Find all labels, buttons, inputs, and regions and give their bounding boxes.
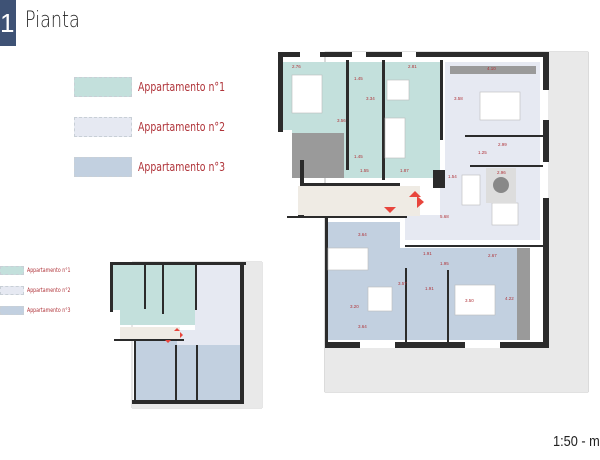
legend-swatch <box>74 157 132 177</box>
dimension-label: 5.68 <box>440 214 449 219</box>
legend-label: Appartamento n°2 <box>138 120 226 134</box>
section-number-badge: 1 <box>0 0 16 46</box>
small-legend-item-apt2: Appartamento n°2 <box>0 286 83 295</box>
legend-swatch <box>74 77 132 97</box>
dimension-label: 1.91 <box>423 251 432 256</box>
wardrobe <box>450 66 536 74</box>
coffee-table <box>493 177 509 193</box>
dimension-label: 2.99 <box>498 142 507 147</box>
dimension-label: 2.96 <box>497 170 506 175</box>
legend-item-apt1: Appartamento n°1 <box>74 77 250 97</box>
legend-label: Appartamento n°3 <box>138 160 226 174</box>
dimension-label: 3.64 <box>358 324 367 329</box>
small-legend-item-apt3: Appartamento n°3 <box>0 306 83 315</box>
dimension-labels: 2.76 1.45 2.81 4.10 3.56 3.34 1.45 1.55 … <box>292 64 514 329</box>
dimension-label: 3.50 <box>465 298 474 303</box>
main-floor-plan: 2.76 1.45 2.81 4.10 3.56 3.34 1.45 1.55 … <box>278 51 589 393</box>
legend-item-apt3: Appartamento n°3 <box>74 157 250 177</box>
legend-label: Appartamento n°1 <box>138 80 226 94</box>
dimension-label: 3.56 <box>337 118 346 123</box>
common-corridor <box>298 186 420 216</box>
legend-label: Appartamento n°1 <box>27 267 71 274</box>
legend-label: Appartamento n°3 <box>27 307 71 314</box>
dimension-label: 1.45 <box>354 76 363 81</box>
legend-swatch <box>74 117 132 137</box>
page-title: Pianta <box>25 8 80 33</box>
dimension-label: 1.55 <box>360 168 369 173</box>
legend-swatch <box>0 286 24 295</box>
dimension-label: 3.20 <box>350 304 359 309</box>
dimension-label: 1.95 <box>440 261 449 266</box>
site-area <box>325 348 588 392</box>
key-plan <box>110 261 263 409</box>
scale-label: 1:50 - m <box>553 433 600 450</box>
dimension-label: 4.22 <box>505 296 514 301</box>
dimension-label: 4.10 <box>487 66 496 71</box>
dimension-label: 3.57 <box>398 281 407 286</box>
dimension-label: 3.34 <box>366 96 375 101</box>
dimension-label: 2.76 <box>292 64 301 69</box>
wardrobe <box>517 248 530 340</box>
entrance-arrow-icons <box>384 191 424 213</box>
dimension-label: 1.54 <box>448 174 457 179</box>
dimension-label: 1.45 <box>354 154 363 159</box>
legend-swatch <box>0 306 24 315</box>
dimension-label: 2.67 <box>488 253 497 258</box>
wardrobe <box>292 133 344 178</box>
dimension-label: 2.81 <box>408 64 417 69</box>
dimension-label: 3.58 <box>454 96 463 101</box>
legend-item-apt2: Appartamento n°2 <box>74 117 250 137</box>
dimension-label: 3.64 <box>358 232 367 237</box>
windows <box>300 52 500 348</box>
legend-label: Appartamento n°2 <box>27 287 71 294</box>
dimension-label: 1.87 <box>400 168 409 173</box>
legend-swatch <box>0 266 24 275</box>
small-legend-item-apt1: Appartamento n°1 <box>0 266 83 275</box>
dimension-label: 1.91 <box>425 286 434 291</box>
site-area <box>548 52 588 392</box>
furniture <box>291 74 521 316</box>
dimension-label: 1.25 <box>478 150 487 155</box>
